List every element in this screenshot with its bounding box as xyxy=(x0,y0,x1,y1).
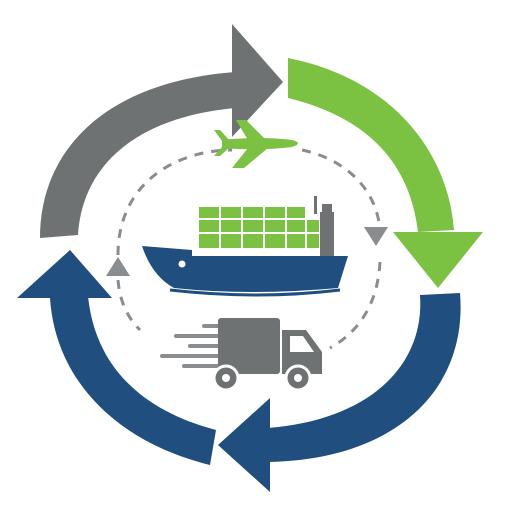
airplane-icon xyxy=(214,120,298,168)
containers xyxy=(197,205,321,250)
truck-front-hub xyxy=(294,374,302,382)
navy-left-arrow-body xyxy=(50,296,216,465)
navy-right-cycle-arrow xyxy=(218,293,461,492)
ship-porthole xyxy=(178,260,186,268)
cargo-ship-icon xyxy=(142,196,348,297)
gray-arrow-body xyxy=(40,72,235,238)
navy-left-cycle-arrow xyxy=(17,250,216,465)
navy-right-arrowhead xyxy=(218,398,270,492)
dashed-arc-left xyxy=(116,279,142,332)
dashed-route-circle xyxy=(106,148,388,350)
green-arrow-body xyxy=(288,58,454,232)
gray-cycle-arrow xyxy=(40,24,283,238)
truck-window xyxy=(290,336,314,352)
dashed-arrowhead-right xyxy=(364,227,388,246)
dashed-arc-upper xyxy=(116,148,233,256)
ship-waterline xyxy=(169,288,341,297)
ship-hull xyxy=(142,246,348,292)
green-cycle-arrow xyxy=(288,58,483,288)
gray-arrowhead xyxy=(232,24,283,137)
truck-rear-hub xyxy=(222,374,230,382)
delivery-truck-icon xyxy=(160,318,322,392)
navy-left-arrowhead xyxy=(17,250,112,298)
ship-bridge xyxy=(314,196,334,262)
truck-cargo-box xyxy=(218,318,280,374)
dashed-arrowhead-left xyxy=(106,257,130,276)
green-arrowhead xyxy=(393,232,483,288)
navy-right-arrow-body xyxy=(268,293,461,462)
dashed-arc-lower-right xyxy=(329,261,382,350)
